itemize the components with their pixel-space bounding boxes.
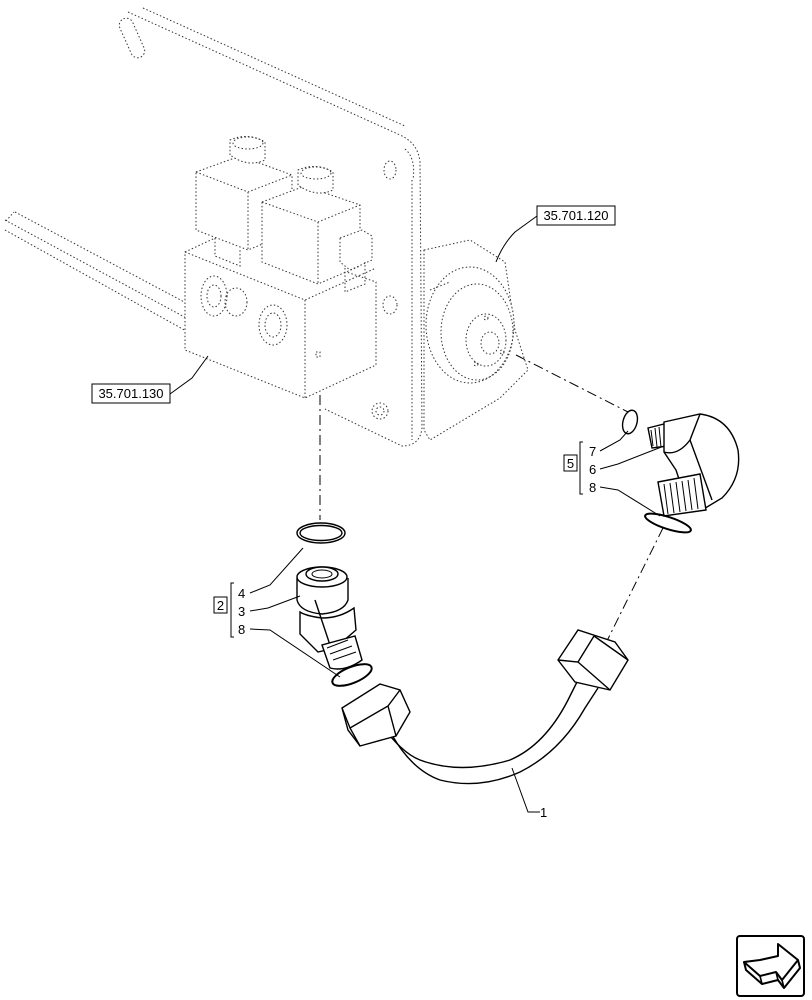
callout-kit-right-number: 5 <box>567 456 574 471</box>
callout-item-7: 7 <box>589 444 596 459</box>
reference-box-motor[interactable]: 35.701.120 <box>495 205 616 263</box>
callout-item-6: 6 <box>589 462 596 477</box>
callout-item-4: 4 <box>238 586 245 601</box>
callout-kit-left-number: 2 <box>217 598 224 613</box>
o-ring-left <box>296 522 346 544</box>
elbow-fitting-right <box>647 413 740 517</box>
o-ring-right <box>621 409 639 435</box>
callout-item-8-left: 8 <box>238 622 245 637</box>
callout-item-1: 1 <box>540 805 547 820</box>
hydraulic-motor-phantom <box>423 239 529 441</box>
next-page-arrow-icon[interactable] <box>736 935 805 997</box>
callout-item-3: 3 <box>238 604 245 619</box>
seal-ring-left <box>331 663 373 687</box>
reference-motor-text: 35.701.120 <box>543 208 608 223</box>
callout-kit-right: 5 7 6 8 <box>563 430 665 517</box>
valve-block-phantom <box>184 136 377 399</box>
callout-item-8-right: 8 <box>589 480 596 495</box>
elbow-fitting-left <box>296 566 363 670</box>
mounting-bracket-phantom <box>118 7 423 447</box>
assembly-centerlines <box>319 354 664 656</box>
frame-rail-phantom <box>4 211 191 333</box>
callout-kit-left: 2 4 3 8 <box>213 547 341 678</box>
reference-box-valve[interactable]: 35.701.130 <box>91 355 209 404</box>
callout-pipe: 1 <box>511 767 547 820</box>
reference-valve-text: 35.701.130 <box>98 386 163 401</box>
seal-ring-right <box>644 512 692 534</box>
hydraulic-pipe <box>341 629 629 785</box>
